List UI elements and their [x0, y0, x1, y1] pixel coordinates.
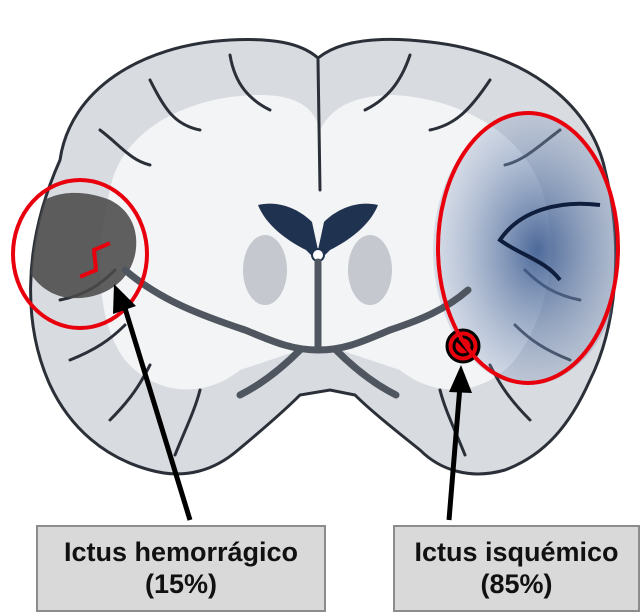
brain-section	[22, 39, 623, 474]
hemorrhagic-percent: (15%)	[145, 569, 217, 600]
hemorrhagic-title: Ictus hemorrágico	[64, 537, 298, 568]
hemorrhage-region	[22, 193, 136, 298]
ischemic-label-box: Ictus isquémico (85%)	[393, 525, 640, 612]
ischemic-title: Ictus isquémico	[414, 537, 618, 568]
ischemic-percent: (85%)	[480, 569, 552, 600]
right-basal-ganglia	[348, 235, 392, 305]
hemorrhagic-label-box: Ictus hemorrágico (15%)	[36, 525, 326, 612]
left-basal-ganglia	[243, 235, 287, 305]
